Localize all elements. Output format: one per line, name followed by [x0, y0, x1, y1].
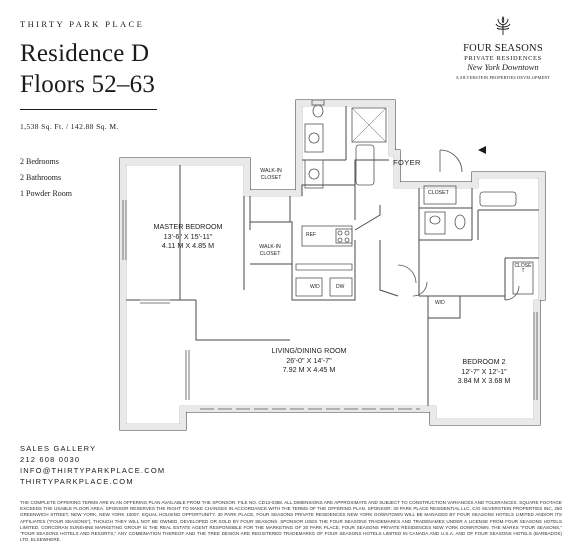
logo-line-2: PRIVATE RESIDENCES: [464, 55, 542, 62]
living-dining-metric: 7.92 M X 4.45 M: [282, 365, 336, 374]
residence-title: Residence D Floors 52–63: [20, 38, 155, 100]
bedroom-count: 2 Bedrooms: [20, 157, 59, 166]
washer-dryer-2-label: W/D: [435, 300, 445, 306]
legal-disclaimer: THE COMPLETE OFFERING TERMS ARE IN AN OF…: [20, 500, 562, 543]
powder-room-count: 1 Powder Room: [20, 189, 72, 198]
closet-1-label: CLOSET: [428, 190, 449, 196]
dishwasher-label: DW: [336, 284, 345, 290]
logo-line-3: New York Downtown: [467, 62, 539, 72]
walkin-closet-1-label: WALK-IN CLOSET: [260, 168, 282, 181]
master-bedroom-name: MASTER BEDROOM: [153, 222, 223, 231]
bedroom-2-metric: 3.84 M X 3.68 M: [457, 376, 511, 385]
bedroom-2-name: BEDROOM 2: [462, 357, 506, 366]
floors-range: Floors 52–63: [20, 71, 156, 98]
title-divider: [20, 109, 157, 110]
sales-email[interactable]: INFO@THIRTYPARKPLACE.COM: [20, 466, 166, 475]
residence-name: Residence D: [20, 40, 150, 67]
living-dining-name: LIVING/DINING ROOM: [271, 346, 347, 355]
room-count-list: 2 Bedrooms 2 Bathrooms 1 Powder Room: [20, 154, 72, 202]
area-size: 1,538 Sq. Ft. / 142.88 Sq. M.: [20, 122, 119, 131]
four-seasons-logo: FOUR SEASONS PRIVATE RESIDENCES New York…: [448, 15, 558, 80]
master-bedroom-label: MASTER BEDROOM 13'-6" X 15'-11" 4.11 M X…: [138, 222, 238, 251]
master-bedroom-metric: 4.11 M X 4.85 M: [161, 241, 215, 250]
entry-arrow-icon: [478, 146, 486, 154]
sales-website[interactable]: THIRTYPARKPLACE.COM: [20, 477, 134, 486]
building-name: THIRTY PARK PLACE: [20, 19, 145, 29]
washer-dryer-label: W/D: [310, 284, 320, 290]
sales-phone[interactable]: 212 608 0030: [20, 455, 81, 464]
master-bedroom-imperial: 13'-6" X 15'-11": [163, 231, 213, 241]
sales-gallery-contact: SALES GALLERY 212 608 0030 INFO@THIRTYPA…: [20, 443, 165, 487]
foyer-label: FOYER: [393, 158, 421, 167]
refrigerator-label: REF: [306, 232, 316, 238]
living-dining-imperial: 26'-0" X 14'-7": [286, 355, 332, 365]
closet-2-label: CLOSET: [514, 263, 532, 274]
logo-line-4: A SILVERSTEIN PROPERTIES DEVELOPMENT: [455, 75, 551, 80]
tree-icon: [495, 15, 511, 35]
sales-heading: SALES GALLERY: [20, 444, 97, 453]
bedroom-2-imperial: 12'-7" X 12'-1": [461, 366, 507, 376]
logo-line-1: FOUR SEASONS: [463, 43, 543, 54]
bedroom-2-label: BEDROOM 2 12'-7" X 12'-1" 3.84 M X 3.68 …: [438, 357, 530, 386]
bathroom-count: 2 Bathrooms: [20, 173, 62, 182]
walkin-closet-2-label: WALK-IN CLOSET: [259, 244, 281, 257]
living-dining-label: LIVING/DINING ROOM 26'-0" X 14'-7" 7.92 …: [244, 346, 374, 375]
